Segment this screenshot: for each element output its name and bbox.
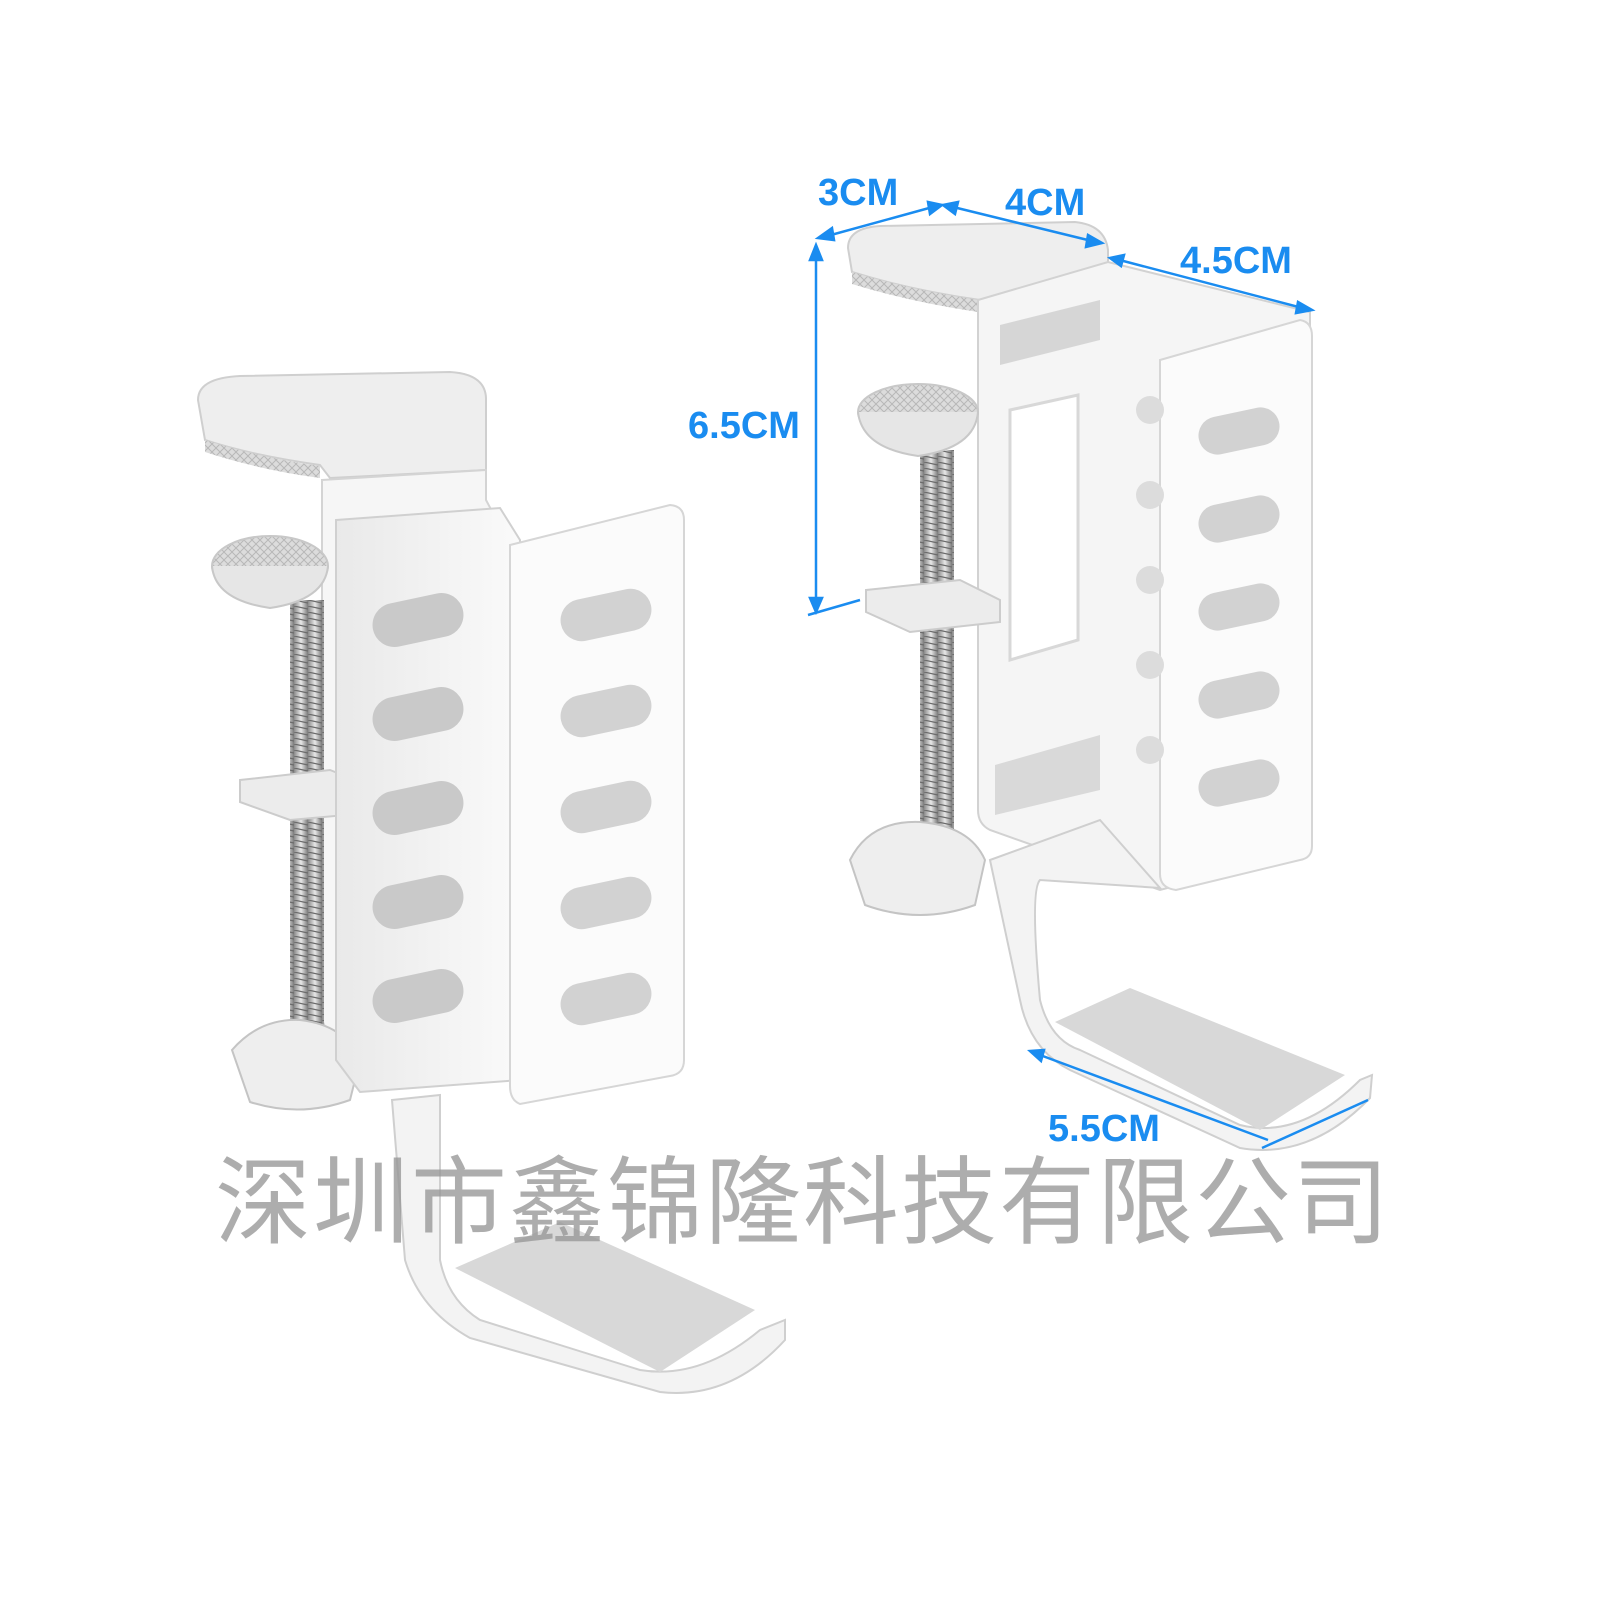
right-side-slots bbox=[1198, 407, 1280, 807]
left-hook bbox=[390, 1093, 786, 1394]
left-front-slots bbox=[560, 588, 652, 1026]
right-screw bbox=[920, 450, 954, 850]
dim-height: 6.5CM bbox=[688, 405, 800, 447]
company-watermark: 深圳市鑫锦隆科技有限公司 bbox=[215, 1147, 1391, 1259]
dimension-lines bbox=[807, 200, 1369, 1150]
left-clamp bbox=[196, 370, 786, 1394]
right-nut bbox=[848, 820, 987, 916]
left-top-jaw bbox=[196, 370, 487, 480]
dim-depth-top: 3CM bbox=[818, 172, 899, 214]
right-plate bbox=[865, 578, 1001, 634]
dim-hook-length: 5.5CM bbox=[1048, 1108, 1160, 1150]
right-inner-holes bbox=[1136, 396, 1164, 764]
dim-width-top: 4CM bbox=[1005, 182, 1086, 224]
dim-side-width: 4.5CM bbox=[1180, 240, 1292, 282]
right-hook bbox=[988, 818, 1374, 1151]
right-clamp bbox=[846, 220, 1374, 1151]
left-side-slots bbox=[372, 593, 464, 1023]
